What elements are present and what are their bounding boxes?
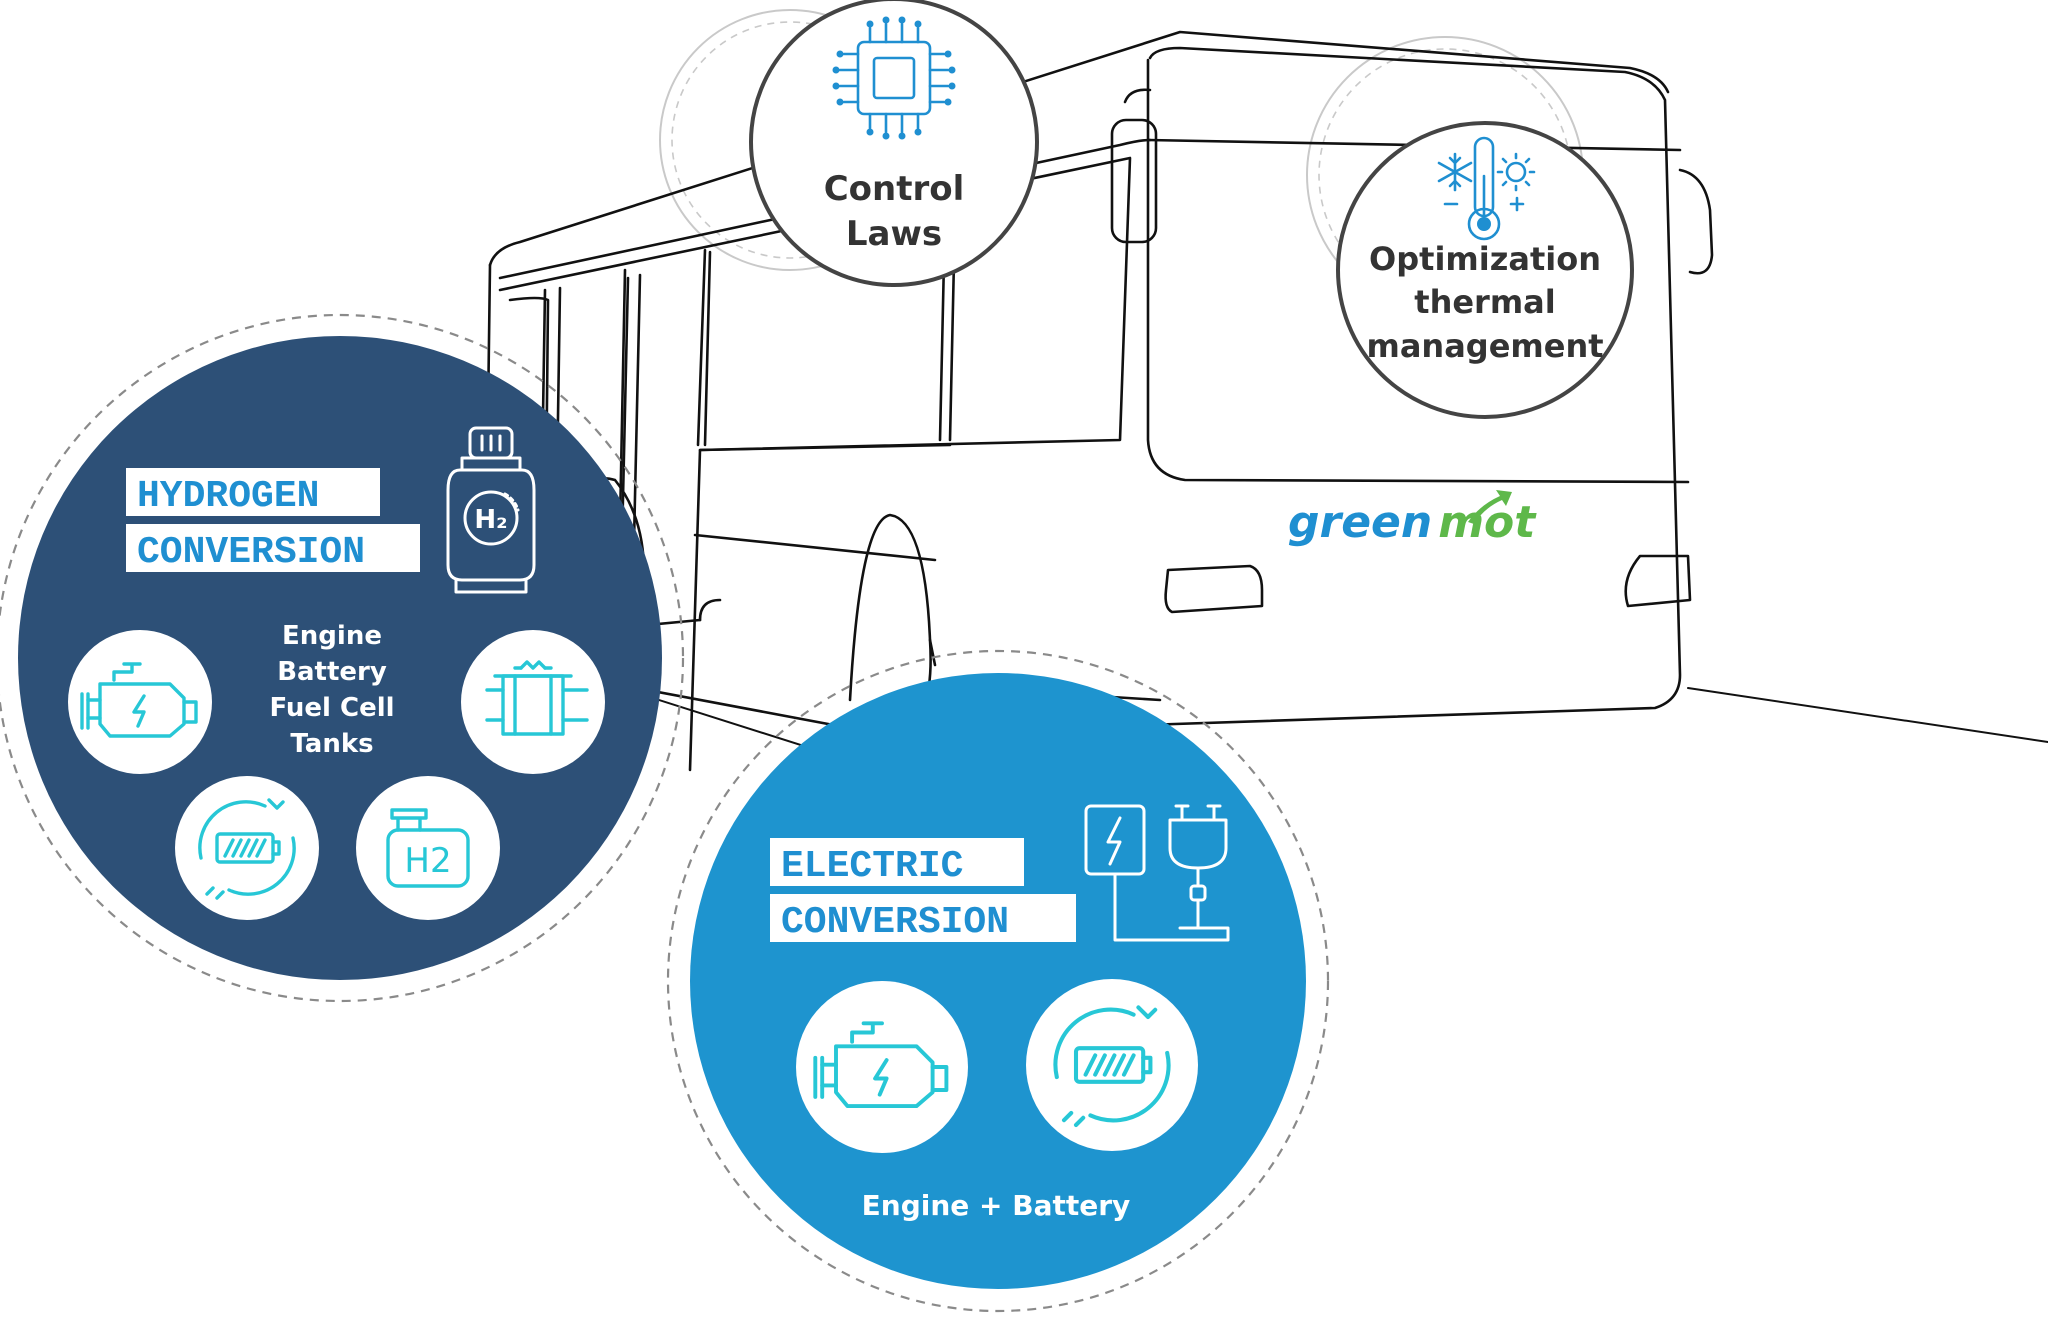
thermal-management-node: Optimization thermal management	[1336, 121, 1634, 419]
electric-title-line2: CONVERSION	[781, 901, 1009, 944]
hydrogen-component-fuel-cell: Fuel Cell	[269, 693, 394, 723]
hydrogen-engine-icon	[68, 630, 212, 774]
electric-components-label: Engine + Battery	[862, 1189, 1131, 1222]
control-laws-node: Control Laws	[749, 0, 1039, 287]
hydrogen-cylinder-icon: H₂	[446, 426, 536, 594]
electric-engine-icon	[796, 981, 968, 1153]
fuel-cell-icon	[461, 630, 605, 774]
hydrogen-component-battery: Battery	[277, 657, 387, 687]
h2-tank-icon: H2	[356, 776, 500, 920]
hydrogen-component-engine: Engine	[282, 621, 382, 651]
hydrogen-conversion-node: HYDROGEN CONVERSION H₂ Engine Battery Fu…	[0, 314, 684, 1002]
charging-station-icon	[1084, 804, 1230, 942]
electric-battery-icon	[1026, 979, 1198, 1151]
control-laws-label-line2: Laws	[846, 214, 942, 254]
control-laws-label-line1: Control	[824, 169, 965, 209]
logo-green-text: green	[1288, 497, 1432, 548]
cpu-chip-icon	[832, 16, 956, 140]
thermal-label-line2: thermal	[1414, 283, 1555, 321]
hydrogen-battery-icon	[175, 776, 319, 920]
hydrogen-title-line1: HYDROGEN	[137, 475, 319, 518]
thermal-label-line3: management	[1366, 327, 1603, 365]
bus-illustration	[469, 9, 2048, 841]
thermal-label-line1: Optimization	[1369, 240, 1601, 278]
hydrogen-title-line2: CONVERSION	[137, 531, 365, 574]
thermometer-snow-sun-icon	[1437, 136, 1536, 241]
electric-conversion-node: ELECTRIC CONVERSION	[666, 649, 1330, 1313]
hydrogen-cylinder-badge: H₂	[474, 505, 507, 535]
electric-title-line1: ELECTRIC	[781, 845, 963, 888]
h2-tank-label: H2	[404, 841, 451, 881]
hydrogen-component-tanks: Tanks	[290, 729, 373, 759]
